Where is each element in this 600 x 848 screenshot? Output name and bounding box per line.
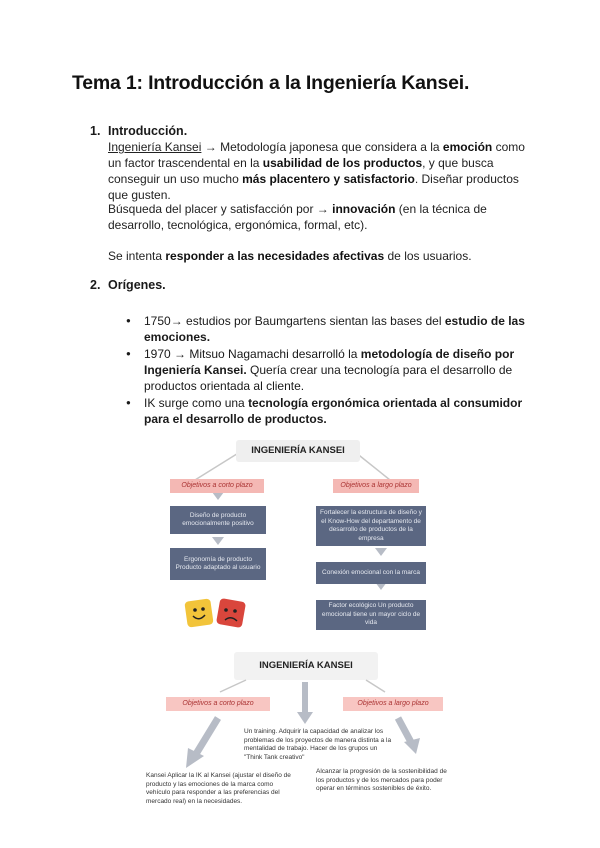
dice-emoji-icon: [184, 598, 246, 628]
diagram2-root: INGENIERÍA KANSEI: [234, 652, 378, 680]
diagram2-left-note: Kansei Aplicar la IK al Kansei (ajustar …: [146, 772, 291, 805]
diagram1-right-box-2: Conexión emocional con la marca: [316, 562, 426, 584]
origins-list: 1750→ estudios por Baumgartens sientan l…: [126, 313, 526, 428]
diagram1-connectors: [194, 451, 391, 590]
diagram2-connectors: [186, 679, 420, 768]
diagram1-root: INGENIERÍA KANSEI: [236, 440, 360, 462]
page-title: Tema 1: Introducción a la Ingeniería Kan…: [72, 72, 470, 94]
diagram1-right-box-1: Fortalecer la estructura de diseño y el …: [316, 506, 426, 546]
diagram1-short-term: Objetivos a corto plazo: [170, 479, 264, 493]
diagram1-left-box-2: Ergonomía de producto Producto adaptado …: [170, 548, 266, 580]
list-item: 1970 → Mitsuo Nagamachi desarrolló la me…: [126, 346, 526, 394]
diagram2-short-term: Objetivos a corto plazo: [166, 697, 270, 711]
intro-paragraph-3: Se intenta responder a las necesidades a…: [108, 249, 472, 263]
section-heading-origins: 2.Orígenes.: [90, 278, 166, 292]
list-item: IK surge como una tecnología ergonómica …: [126, 395, 526, 427]
diagram2-center-note: Un training. Adquirir la capacidad de an…: [244, 728, 392, 761]
list-item: 1750→ estudios por Baumgartens sientan l…: [126, 313, 526, 345]
diagram1-left-box-1: Diseño de producto emocionalmente positi…: [170, 506, 266, 534]
diagram1-long-term: Objetivos a largo plazo: [333, 479, 419, 493]
intro-paragraph-1: Ingeniería Kansei → Metodología japonesa…: [108, 140, 525, 202]
diagram2-long-term: Objetivos a largo plazo: [343, 697, 443, 711]
intro-paragraph-2: Búsqueda del placer y satisfacción por →…: [108, 202, 487, 232]
diagram2-right-note: Alcanzar la progresión de la sostenibili…: [316, 768, 447, 792]
diagram1-right-box-3: Factor ecológico Un producto emocional t…: [316, 600, 426, 630]
section-heading-intro: 1.Introducción.: [90, 124, 188, 138]
